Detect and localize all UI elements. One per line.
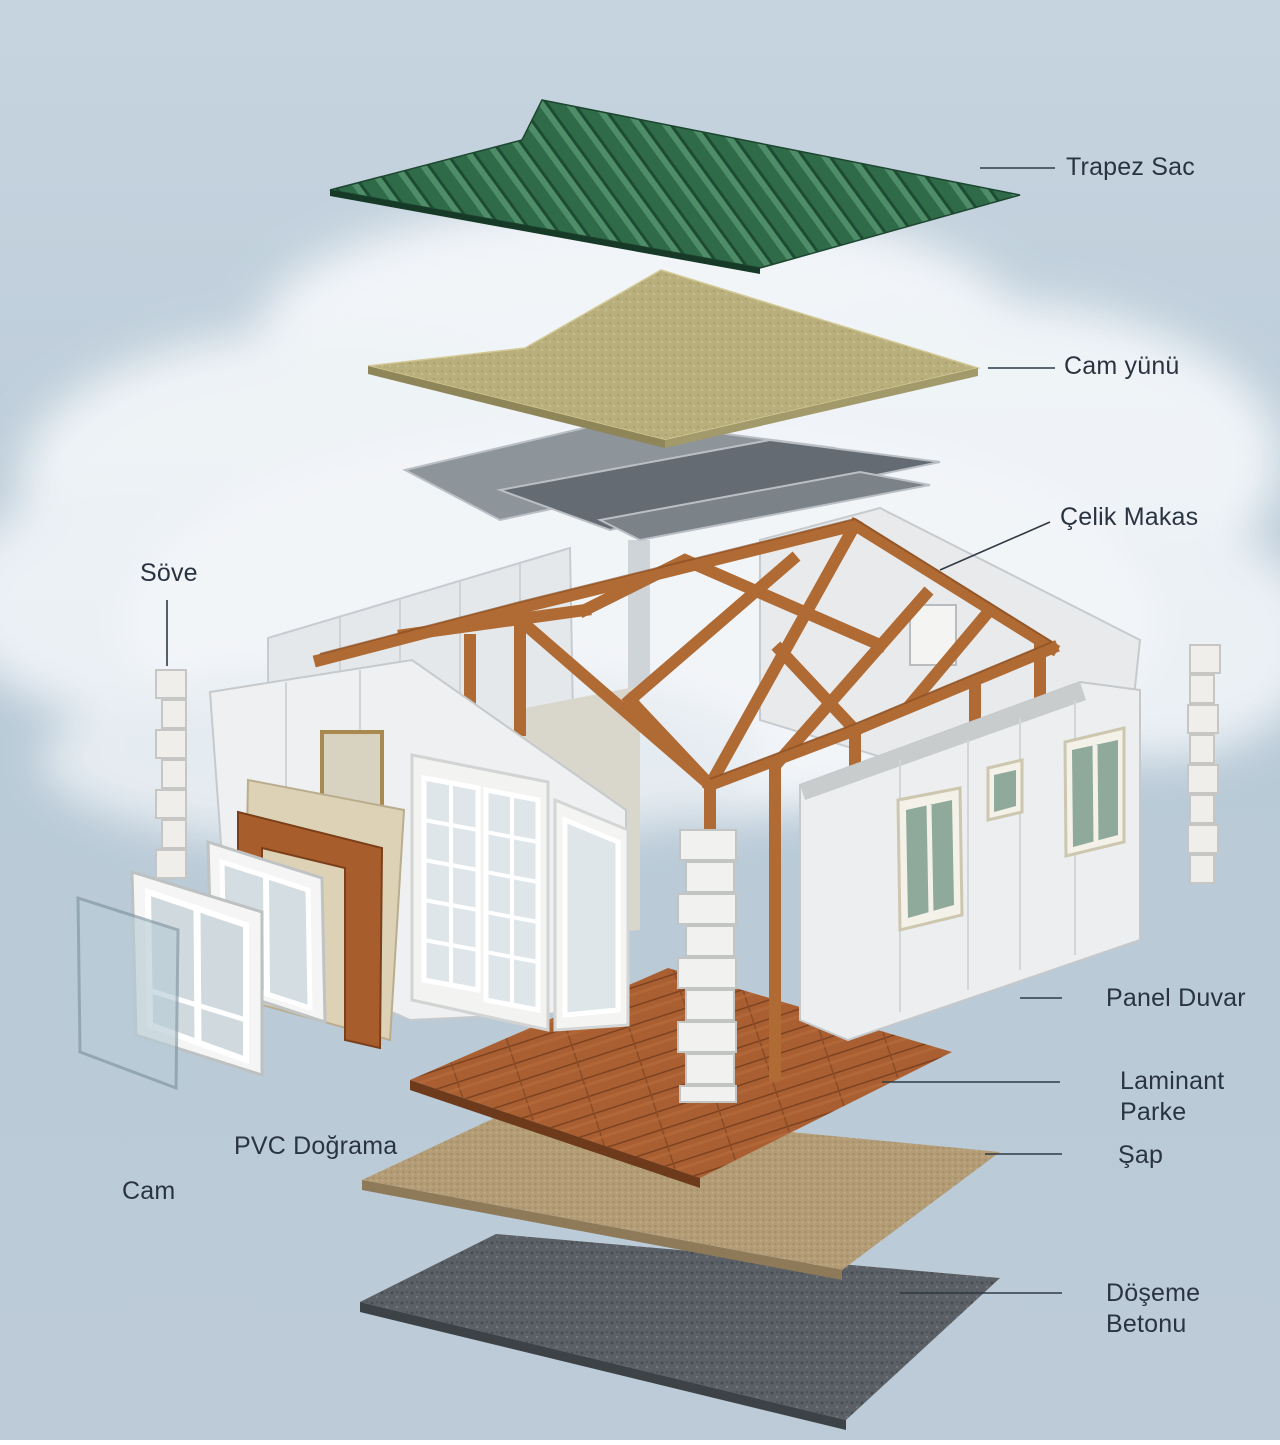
label-celik-makas: Çelik Makas xyxy=(1060,503,1199,531)
trapezoidal-roof-sheet xyxy=(329,99,1021,274)
label-cam-yunu: Cam yünü xyxy=(1064,352,1180,380)
label-pvc-dograma: PVC Doğrama xyxy=(234,1132,398,1160)
glass-wool-insulation xyxy=(367,269,981,448)
leader-lines xyxy=(166,167,1062,1294)
sove-trim-left xyxy=(155,669,187,879)
ceiling-boards xyxy=(402,418,941,542)
exploded-glass-pane xyxy=(76,895,180,1091)
label-doseme-betonu: Döşeme Betonu xyxy=(1106,1279,1201,1338)
corner-trim-post xyxy=(677,829,737,1103)
floor-concrete-slab xyxy=(360,1234,1000,1420)
label-panel-duvar: Panel Duvar xyxy=(1106,984,1246,1012)
side-wall-panel xyxy=(799,680,1141,1042)
sove-trim-right xyxy=(1187,644,1221,884)
label-cam: Cam xyxy=(122,1177,176,1205)
label-laminant-parke: Laminant Parke xyxy=(1120,1067,1225,1126)
label-trapez-sac: Trapez Sac xyxy=(1066,153,1195,181)
screed-layer xyxy=(362,1106,1000,1270)
label-sove: Söve xyxy=(140,559,198,587)
label-sap: Şap xyxy=(1118,1141,1164,1169)
chimney-pipe xyxy=(628,540,650,690)
french-door xyxy=(410,753,630,1032)
